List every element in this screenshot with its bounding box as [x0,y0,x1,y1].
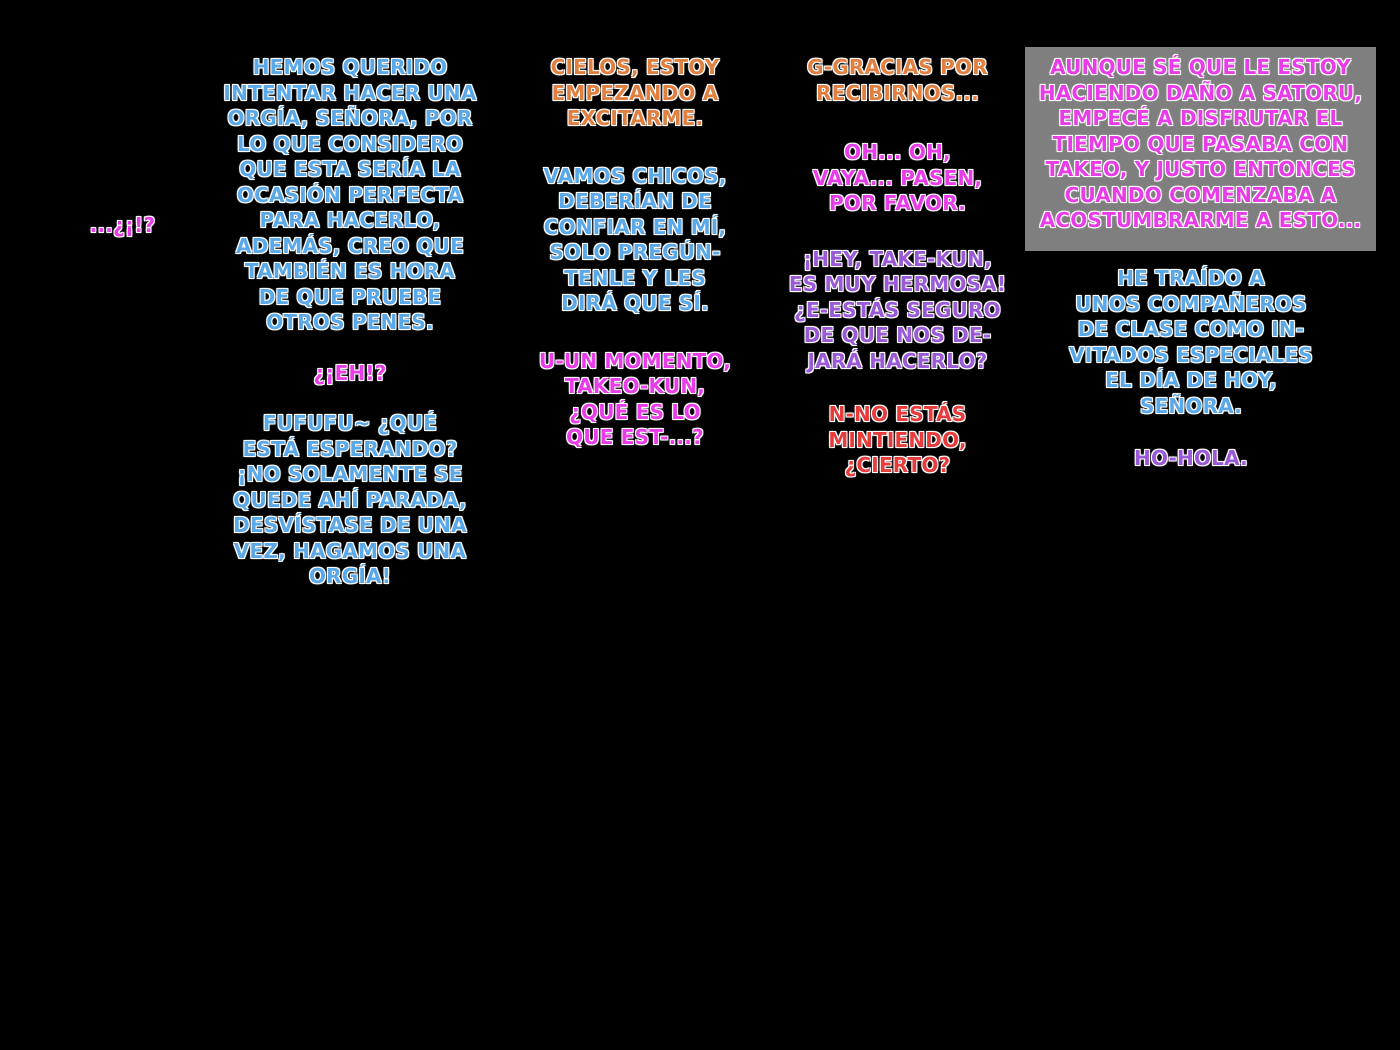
narration-line: TAKEO, Y JUSTO ENTONCES [1045,157,1356,181]
speech-line: HEMOS QUERIDO [252,55,448,79]
speech-line: QUE EST-...? [566,425,704,449]
narration-line: HACIENDO DAÑO A SATORU, [1038,80,1363,105]
narration-line: ACOSTUMBRARME A ESTO... [1039,208,1362,232]
speech-line: ¿QUÉ ES LO [569,399,701,424]
speech-line: VITADOS ESPECIALES [1069,342,1313,367]
speech-line: EL DÍA DE HOY, [1105,368,1277,392]
speech-block: HEMOS QUERIDO INTENTAR HACER UNA ORGÍA, … [220,55,480,336]
narration-box: AUNQUE SÉ QUE LE ESTOY HACIENDO DAÑO A S… [1025,47,1376,251]
speech-line: PARA HACERLO, [259,208,441,232]
speech-line: TAMBIÉN ES HORA [244,259,456,283]
dialogue-column-3: CIELOS, ESTOY EMPEZANDO A EXCITARME. VAM… [520,55,750,451]
speech-line: DEBERÍAN DE [558,189,712,213]
speech-line: EMPEZANDO A [551,80,719,105]
speech-block: G-GRACIAS POR RECIBIRNOS... [775,55,1020,106]
speech-line: RECIBIRNOS... [816,80,979,105]
narration-line: TIEMPO QUE PASABA CON [1052,131,1349,156]
speech-line: OCASIÓN PERFECTA [236,182,464,207]
speech-block: U-UN MOMENTO, TAKEO-KUN, ¿QUÉ ES LO QUE … [520,349,750,451]
speech-line: DE CLASE COMO IN- [1077,317,1305,341]
speech-block: OH... OH, VAYA... PASEN, POR FAVOR. [775,140,1020,217]
speech-line: FUFUFU~ ¿QUÉ [262,411,438,435]
dialogue-column-2: HEMOS QUERIDO INTENTAR HACER UNA ORGÍA, … [220,55,480,590]
narration-line: CUANDO COMENZABA A [1064,182,1337,207]
speech-line: ¿CIERTO? [844,453,951,477]
speech-block: CIELOS, ESTOY EMPEZANDO A EXCITARME. [520,55,750,132]
speech-line: SOLO PREGÚN- [549,240,721,264]
speech-line: ¿¡EH!? [313,360,387,385]
speech-line: U-UN MOMENTO, [538,348,732,373]
speech-line: TENLE Y LES [564,265,706,290]
speech-line: QUEDE AHÍ PARADA, [233,487,467,512]
speech-line: ADEMÁS, CREO QUE [236,233,464,258]
speech-line: ¡NO SOLAMENTE SE [237,462,463,486]
speech-block: HE TRAÍDO A UNOS COMPAÑEROS DE CLASE COM… [1060,266,1322,419]
speech-block: N-NO ESTÁS MINTIENDO, ¿CIERTO? [775,402,1020,479]
speech-line: VEZ, HAGAMOS UNA [233,538,467,563]
speech-line: DE QUE NOS DE- [803,323,992,347]
speech-line: VAMOS CHICOS, [543,163,727,188]
speech-line: DESVÍSTASE DE UNA [233,513,467,537]
speech-line: OH... OH, [844,140,951,164]
speech-line: DIRÁ QUE SÍ. [561,291,709,315]
speech-line: MINTIENDO, [828,427,967,452]
narration-line: EMPECÉ A DISFRUTAR EL [1058,106,1343,130]
speech-line: N-NO ESTÁS [828,402,967,426]
speech-line: ¡HEY, TAKE-KUN, [802,246,992,271]
speech-block: VAMOS CHICOS, DEBERÍAN DE CONFIAR EN MÍ,… [520,164,750,317]
speech-line: ...¿¡!? [89,213,156,237]
speech-line: ORGÍA, SEÑORA, POR [227,106,473,130]
speech-line: EXCITARME. [566,106,704,130]
speech-line: ¿E-ESTÁS SEGURO [794,297,1001,322]
dialogue-column-5: HE TRAÍDO A UNOS COMPAÑEROS DE CLASE COM… [1060,266,1322,472]
speech-line: G-GRACIAS POR [807,55,988,79]
narration-text: AUNQUE SÉ QUE LE ESTOY HACIENDO DAÑO A S… [1025,47,1376,234]
speech-line: QUE ESTA SERÍA LA [239,157,461,181]
speech-block: ¿¡EH!? [220,361,480,387]
speech-block: ...¿¡!? [60,213,185,239]
speech-line: HO-HOLA. [1134,446,1248,470]
speech-block: FUFUFU~ ¿QUÉ ESTÁ ESPERANDO? ¡NO SOLAMEN… [220,411,480,590]
speech-line: INTENTAR HACER UNA [223,80,477,105]
speech-line: CONFIAR EN MÍ, [543,214,727,239]
speech-line: VAYA... PASEN, [812,165,983,190]
speech-line: POR FAVOR. [828,191,966,215]
dialogue-column-1: ...¿¡!? [60,213,185,239]
speech-line: LO QUE CONSIDERO [237,131,463,156]
speech-line: SEÑORA. [1139,393,1243,418]
speech-line: DE QUE PRUEBE [258,284,442,309]
speech-line: CIELOS, ESTOY [550,55,720,79]
speech-line: OTROS PENES. [266,310,434,334]
speech-line: JARÁ HACERLO? [807,348,988,373]
speech-line: UNOS COMPAÑEROS [1075,291,1307,316]
speech-line: ORGÍA! [308,564,392,588]
speech-line: ES MUY HERMOSA! [788,272,1007,296]
narration-line: AUNQUE SÉ QUE LE ESTOY [1050,55,1351,79]
dialogue-column-4: G-GRACIAS POR RECIBIRNOS... OH... OH, VA… [775,55,1020,479]
speech-line: ESTÁ ESPERANDO? [242,436,458,461]
speech-block: HO-HOLA. [1060,446,1322,472]
speech-line: HE TRAÍDO A [1117,266,1265,290]
speech-block: ¡HEY, TAKE-KUN, ES MUY HERMOSA! ¿E-ESTÁS… [775,247,1020,375]
speech-line: TAKEO-KUN, [564,374,706,398]
